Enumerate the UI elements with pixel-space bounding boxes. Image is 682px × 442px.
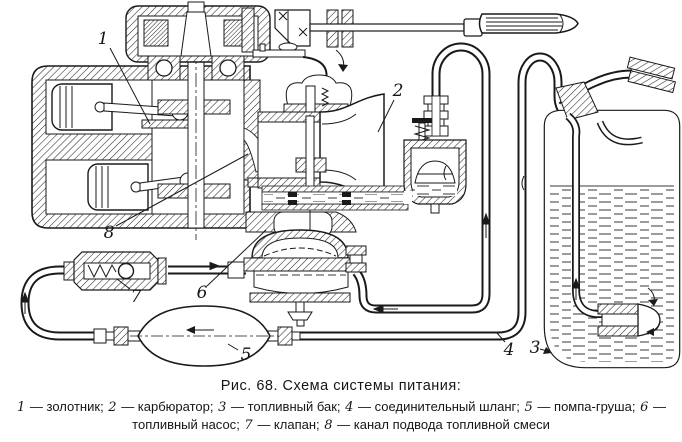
- callouts: 1 2 3 4 5 6 7 8: [98, 29, 552, 365]
- fuel-pump: [227, 229, 367, 327]
- hose-bulb-to-tank: [292, 52, 571, 341]
- flow-arrows: [20, 165, 581, 314]
- tank-fitting: [555, 81, 599, 121]
- figure-caption: Рис. 68. Схема системы питания: 1 — золо…: [0, 378, 682, 435]
- screwdriver: [309, 13, 579, 37]
- callout-8: 8: [104, 223, 115, 243]
- callout-3: 3: [530, 338, 541, 358]
- sediment-bowl: [403, 95, 467, 214]
- hose-connector: [626, 56, 677, 94]
- callout-2: 2: [392, 81, 404, 101]
- fuel-channel: [261, 185, 409, 211]
- bearing-left: [155, 59, 173, 77]
- figure-title: Рис. 68. Схема системы питания:: [220, 378, 462, 394]
- fuel-system-diagram: 1 2 3 4 5 6 7 8: [20, 1, 681, 369]
- callout-7: 7: [131, 287, 142, 307]
- check-valve: [63, 251, 167, 291]
- callout-6: 6: [197, 283, 208, 303]
- callout-5: 5: [241, 345, 252, 365]
- primer-bulb: [93, 305, 301, 367]
- callout-4: 4: [503, 340, 515, 360]
- flywheel-magneto: [125, 1, 271, 81]
- strainer: [597, 287, 661, 337]
- callout-1: 1: [98, 29, 109, 49]
- hose-pump-to-bowl: [352, 42, 491, 314]
- diaphragm: [263, 247, 337, 257]
- bearing-right: [219, 59, 237, 77]
- valve-ball: [117, 262, 135, 280]
- figure-legend: 1 — золотник; 2 — карбюратор; 3 — топлив…: [17, 399, 666, 433]
- carburetor: [247, 74, 409, 211]
- engine-crankcase: [31, 4, 357, 240]
- fuel-tank: [543, 56, 681, 369]
